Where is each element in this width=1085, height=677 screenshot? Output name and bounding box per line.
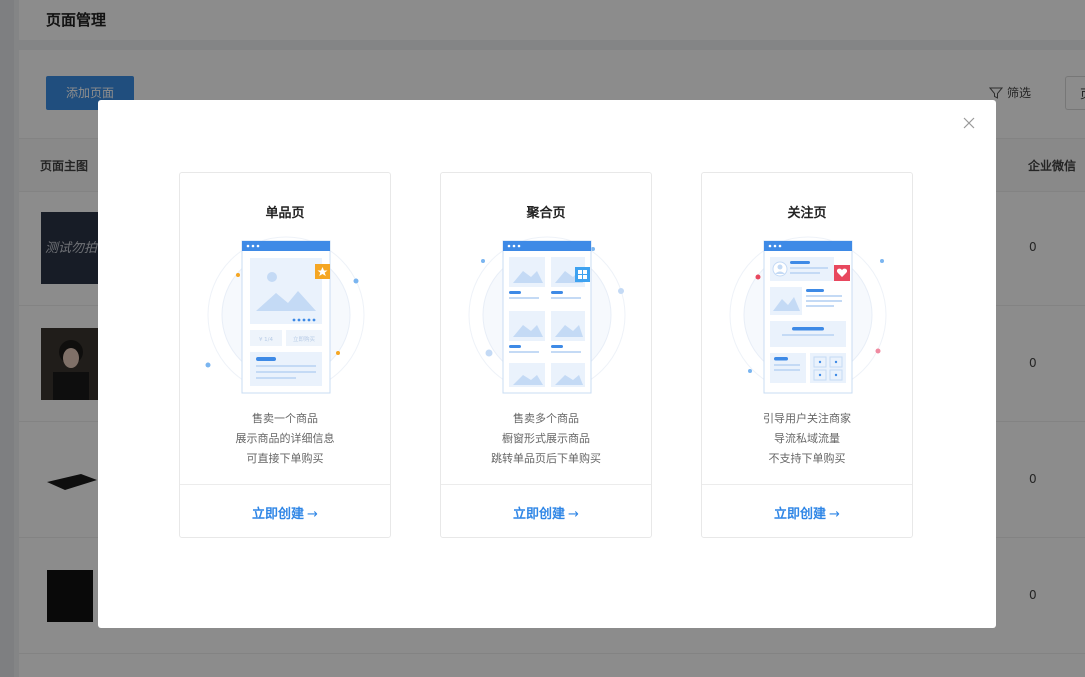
filter-button[interactable]: 筛选 bbox=[989, 84, 1031, 101]
create-now-link[interactable]: 立即创建→ bbox=[441, 503, 651, 522]
filter-icon bbox=[989, 87, 1003, 99]
card-title: 单品页 bbox=[265, 206, 305, 221]
follow-page-card[interactable]: 关注页 bbox=[701, 172, 913, 538]
row-value: 0 bbox=[1029, 588, 1037, 602]
page-thumbnail bbox=[41, 560, 99, 632]
page-thumbnail: 测试勿拍 bbox=[41, 212, 99, 284]
thumbnail-text: 测试勿拍 bbox=[45, 241, 98, 256]
row-value: 0 bbox=[1029, 356, 1037, 370]
create-now-label: 立即创建 bbox=[513, 507, 566, 522]
page-thumbnail bbox=[41, 444, 99, 516]
left-rail bbox=[0, 0, 14, 677]
card-title: 聚合页 bbox=[526, 206, 566, 221]
create-now-link[interactable]: 立即创建→ bbox=[702, 503, 912, 522]
create-now-label: 立即创建 bbox=[252, 507, 305, 522]
description-line: 引导用户关注商家 bbox=[763, 412, 851, 425]
column-header-wechat: 企业微信 bbox=[1028, 159, 1077, 173]
single-product-page-card[interactable]: 单品页 ¥ 1/4 立即购买 bbox=[179, 172, 391, 538]
description-line: 不支持下单购买 bbox=[768, 452, 846, 465]
title-bar: 页面管理 bbox=[19, 0, 1085, 40]
card-title: 关注页 bbox=[787, 206, 827, 221]
view-switch-box[interactable]: 页 bbox=[1065, 76, 1085, 110]
description-line: 售卖多个商品 bbox=[513, 412, 579, 425]
description-line: 可直接下单购买 bbox=[246, 452, 324, 465]
aggregate-page-card[interactable]: 聚合页 bbox=[440, 172, 652, 538]
description-line: 橱窗形式展示商品 bbox=[502, 432, 590, 445]
aggregate-page-illustration bbox=[468, 236, 626, 394]
card-description: 售卖多个商品 橱窗形式展示商品 跳转单品页后下单购买 bbox=[441, 409, 651, 469]
arrow-right-icon: → bbox=[307, 507, 318, 522]
description-line: 跳转单品页后下单购买 bbox=[491, 452, 601, 465]
page-thumbnail bbox=[41, 328, 99, 400]
create-now-link[interactable]: 立即创建→ bbox=[180, 503, 390, 522]
price-label: ¥ 1/4 bbox=[259, 337, 274, 343]
page-title: 页面管理 bbox=[46, 11, 107, 29]
filter-label: 筛选 bbox=[1007, 86, 1032, 100]
row-value: 0 bbox=[1029, 240, 1037, 254]
description-line: 展示商品的详细信息 bbox=[235, 432, 335, 445]
create-page-modal: 单品页 ¥ 1/4 立即购买 bbox=[98, 100, 996, 628]
arrow-right-icon: → bbox=[829, 507, 840, 522]
row-value: 0 bbox=[1029, 472, 1037, 486]
create-now-label: 立即创建 bbox=[774, 507, 827, 522]
description-line: 售卖一个商品 bbox=[252, 412, 318, 425]
description-line: 导流私域流量 bbox=[774, 432, 840, 445]
card-divider bbox=[702, 484, 912, 485]
arrow-right-icon: → bbox=[568, 507, 579, 522]
column-header-image: 页面主图 bbox=[40, 159, 89, 173]
close-icon[interactable] bbox=[962, 116, 976, 130]
table-row[interactable]: 0 bbox=[19, 538, 1085, 654]
card-description: 引导用户关注商家 导流私域流量 不支持下单购买 bbox=[702, 409, 912, 469]
card-divider bbox=[441, 484, 651, 485]
card-divider bbox=[180, 484, 390, 485]
single-product-illustration: ¥ 1/4 立即购买 bbox=[205, 236, 365, 394]
buy-label: 立即购买 bbox=[293, 335, 316, 343]
follow-page-illustration bbox=[729, 236, 887, 394]
card-description: 售卖一个商品 展示商品的详细信息 可直接下单购买 bbox=[180, 409, 390, 469]
